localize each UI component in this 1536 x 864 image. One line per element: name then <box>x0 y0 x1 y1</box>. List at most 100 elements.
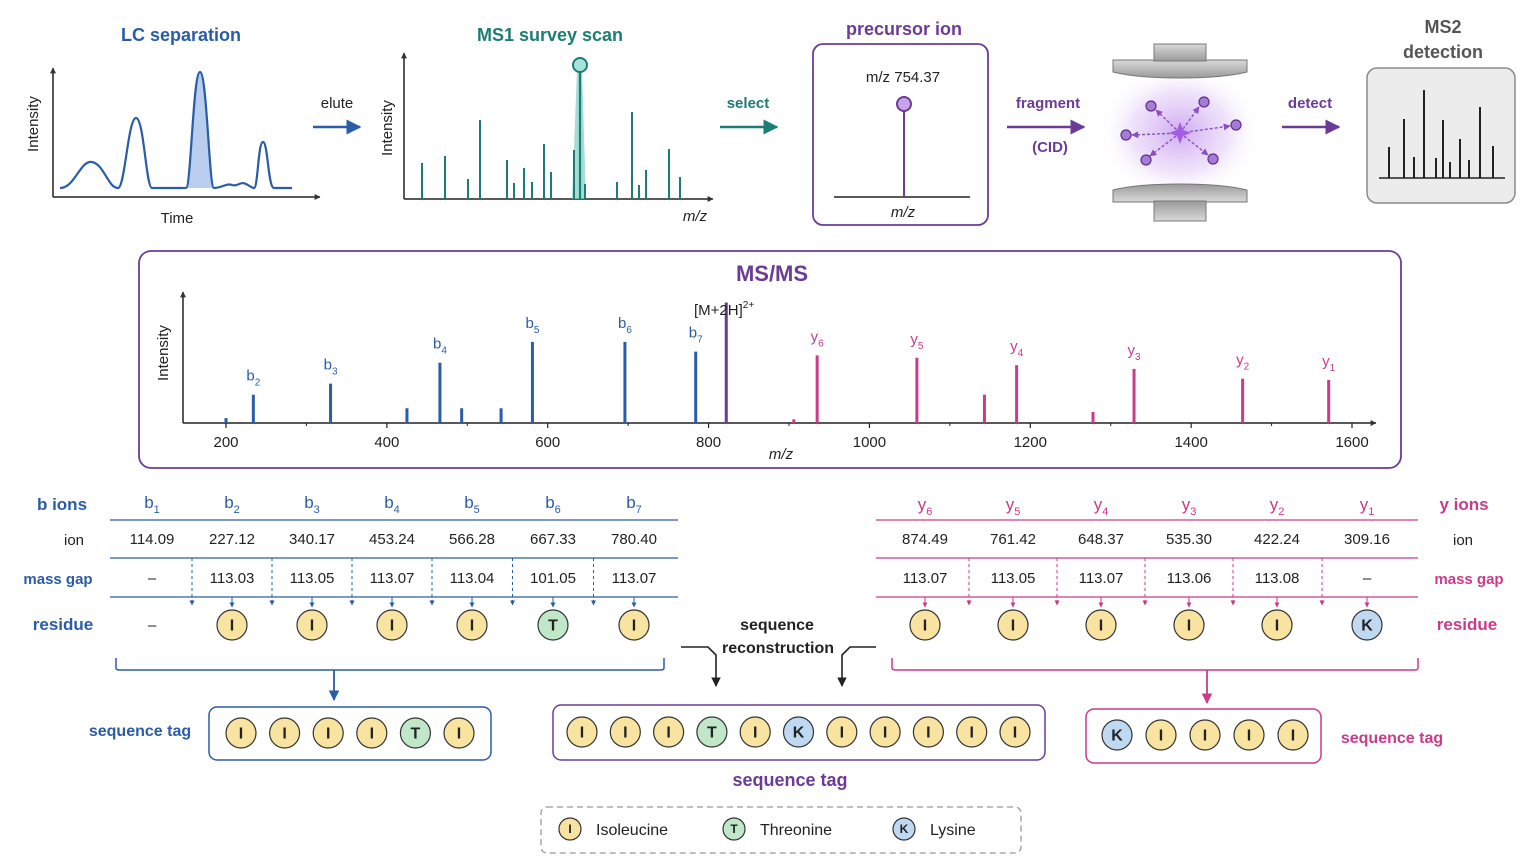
y-gap-value: 113.07 <box>903 570 948 587</box>
residue-letter: I <box>1099 618 1103 635</box>
residue-letter: K <box>900 822 909 836</box>
x-tick-label: 400 <box>374 434 399 451</box>
residue-circle <box>296 609 328 641</box>
residue-letter: T <box>730 822 738 836</box>
b-header-letter: b <box>464 493 473 512</box>
residue-circle <box>1233 719 1265 751</box>
peak-label-letter: b <box>324 357 332 374</box>
b-header-letter: b <box>304 493 313 512</box>
y-header-letter: y <box>1182 495 1191 514</box>
peak-label-letter: b <box>525 315 533 332</box>
residue-circle <box>376 609 408 641</box>
residue-circle <box>399 717 431 749</box>
y-ion-value: 761.42 <box>990 531 1036 548</box>
peak-label-letter: b <box>689 325 697 342</box>
y-ion-value: 874.49 <box>902 531 948 548</box>
x-tick-label: 1600 <box>1335 434 1368 451</box>
peak-label: y6 <box>811 328 825 349</box>
msms-x-label: m/z <box>769 446 794 463</box>
y-header-letter: y <box>1006 495 1015 514</box>
residue-circle <box>537 609 569 641</box>
residue-letter: I <box>230 618 234 635</box>
y-gap-value: 113.06 <box>1167 570 1212 587</box>
residue-letter: I <box>969 725 973 742</box>
fragment-trajectory <box>1179 106 1200 134</box>
y-tag-residue: I <box>1277 719 1309 751</box>
residue-letter: K <box>1111 728 1123 745</box>
y-header-letter: y <box>1360 495 1369 514</box>
peak-label: b2 <box>246 368 260 389</box>
b-tag-residue: I <box>312 717 344 749</box>
residue-letter: T <box>548 618 558 635</box>
b-header-letter: b <box>384 493 393 512</box>
center-tag-residue: I <box>609 716 641 748</box>
residue-circle <box>696 716 728 748</box>
elute-label: elute <box>321 95 354 112</box>
residue-circle <box>618 609 650 641</box>
residue-letter: I <box>666 725 670 742</box>
y-residue: I <box>1085 609 1117 641</box>
x-tick-label: 200 <box>213 434 238 451</box>
residue-circle <box>1085 609 1117 641</box>
y-gap-value: 113.08 <box>1255 570 1300 587</box>
x-tick-label: 1400 <box>1174 434 1207 451</box>
b-header: b2 <box>224 493 240 516</box>
fragment-trajectory <box>1179 123 1231 134</box>
peak-label-subscript: 4 <box>441 346 447 357</box>
x-tick-label: 600 <box>535 434 560 451</box>
y-header-subscript: 1 <box>1368 506 1374 518</box>
y-gap-value: 113.07 <box>1079 570 1124 587</box>
residue-letter: I <box>457 726 461 743</box>
peak-label: b6 <box>618 315 632 336</box>
y-ion-value: 648.37 <box>1078 531 1124 548</box>
ms1-y-label: Intensity <box>379 100 396 156</box>
residue-letter: I <box>310 618 314 635</box>
y-header: y2 <box>1270 495 1285 518</box>
b-residue: I <box>376 609 408 641</box>
ms1-peaks <box>421 112 681 199</box>
legend-residue-icon: I <box>558 817 582 841</box>
ms1-title: MS1 survey scan <box>477 25 623 45</box>
y-tag-label: sequence tag <box>1341 730 1443 747</box>
residue-letter: I <box>470 618 474 635</box>
y-tag-residue: I <box>1233 719 1265 751</box>
x-tick-label: 1200 <box>1014 434 1047 451</box>
x-tick-label: 800 <box>696 434 721 451</box>
msms-frame <box>138 250 1402 469</box>
residue-circle <box>1101 719 1133 751</box>
residue-letter: I <box>623 725 627 742</box>
fragment-ion <box>1145 100 1157 112</box>
b-header-subscript: 6 <box>555 504 561 516</box>
b-header: b4 <box>384 493 400 516</box>
b-tag-residue: I <box>356 717 388 749</box>
peak-label-subscript: 6 <box>626 325 632 336</box>
lower-electrode-stem <box>1153 200 1207 222</box>
detector-box <box>1366 67 1516 204</box>
lc-y-label: Intensity <box>25 96 42 152</box>
b-header-letter: b <box>545 493 554 512</box>
b-header-subscript: 5 <box>474 504 480 516</box>
peak-label: b5 <box>525 315 539 336</box>
peak-label-subscript: 3 <box>1135 352 1141 363</box>
peak-label: b3 <box>324 357 338 378</box>
fragment-ion <box>1140 154 1152 166</box>
residue-letter: I <box>390 618 394 635</box>
residue-circle <box>558 817 582 841</box>
b-residue: I <box>456 609 488 641</box>
residue-letter: I <box>753 725 757 742</box>
center-tag-residue: I <box>739 716 771 748</box>
b-header-letter: b <box>626 493 635 512</box>
residue-circle <box>826 716 858 748</box>
residue-circle <box>909 609 941 641</box>
residue-circle <box>566 716 598 748</box>
residue-circle <box>782 716 815 748</box>
y-bracket <box>891 658 1419 671</box>
peak-label-letter: y <box>811 328 819 345</box>
ms2-title-line2: detection <box>1403 42 1483 62</box>
